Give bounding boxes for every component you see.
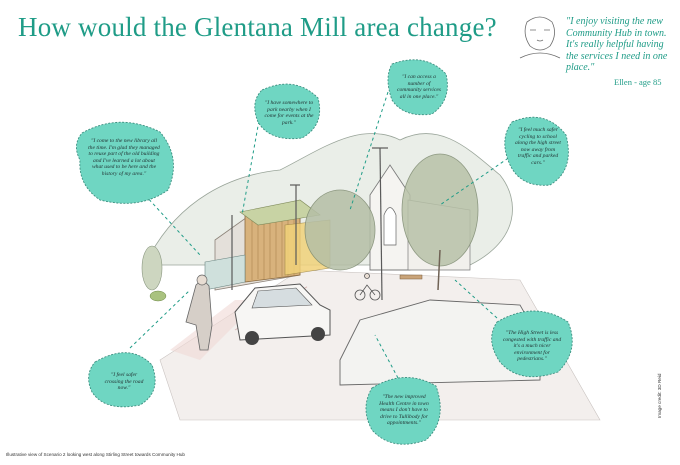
bubble-health-text: "The new improved Health Centre in town … [379, 394, 429, 427]
bench [399, 274, 423, 280]
quote-author: Ellen - age 85 [614, 77, 662, 87]
ellen-portrait-sketch [519, 16, 561, 59]
tree-trunk [437, 249, 441, 291]
church-window [383, 207, 397, 246]
image-caption: Illustrative view of Scenario 2 looking … [6, 452, 185, 457]
page-title: How would the Glentana Mill area change? [18, 12, 497, 42]
bubble-highstreet-text: "The High Street is less congested with … [502, 330, 562, 363]
car-wheel [245, 331, 259, 345]
bubble-services-text: "I can access a number of community serv… [397, 74, 441, 100]
cyclist [354, 273, 381, 301]
bubble-library-text: "I come to the new library all the time.… [88, 138, 160, 177]
bubble-park-text: "I have somewhere to park nearby when I … [264, 100, 314, 126]
ellen-quote: "I enjoy visiting the new Community Hub … [566, 16, 668, 73]
bubble-library [76, 121, 174, 204]
bubble-crossing-text: "I feel safer crossing the road now." [104, 372, 144, 392]
tree-canopy-right [401, 153, 479, 267]
hedge [149, 290, 167, 302]
bubble-crossing [88, 352, 156, 408]
tree-canopy-left [141, 245, 163, 291]
bubble-health [365, 377, 441, 445]
speech-bubbles [76, 59, 573, 445]
car-window [251, 287, 313, 309]
bubble-cycling [504, 116, 569, 186]
pedestrian-head [196, 274, 208, 286]
lamp-posts [231, 147, 388, 301]
bubble-cycling-text: "I feel much safer cycling to school alo… [515, 127, 561, 166]
bubble-services [387, 59, 448, 116]
car-wheel [311, 327, 325, 341]
bubble-park [254, 83, 321, 140]
bubble-highstreet [491, 310, 573, 378]
tree-canopy-center [304, 189, 376, 271]
image-credit: Image credit: 3D Reid [657, 373, 662, 418]
connector-lines [129, 91, 524, 379]
